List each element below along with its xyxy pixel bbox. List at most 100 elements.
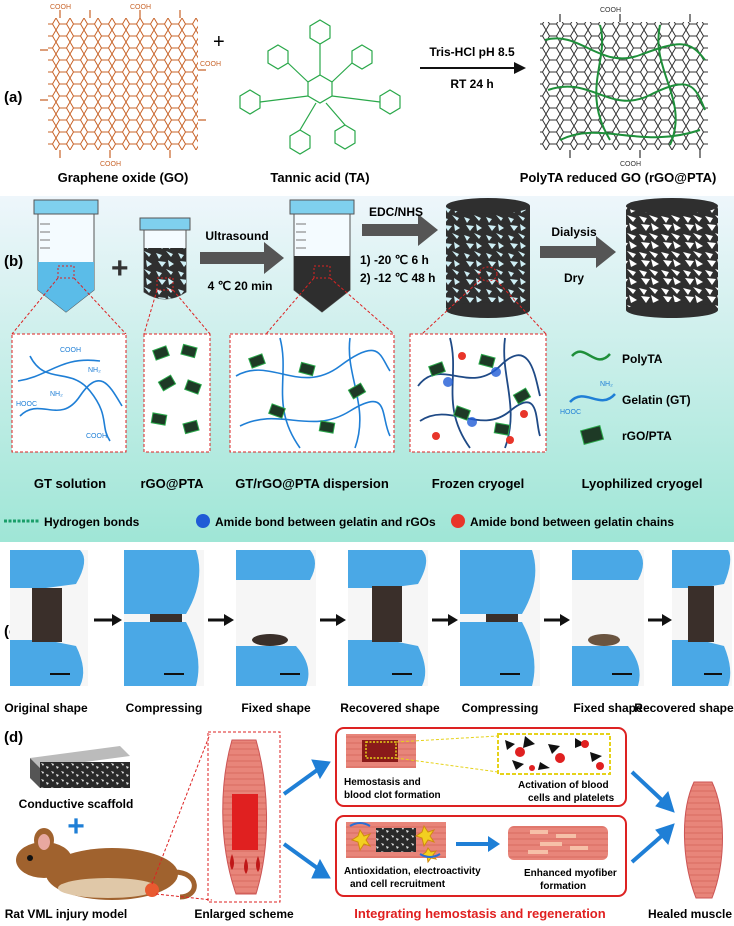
panel-a-figure: (a) COOH COOH COOH COOH Graphene oxide (… [4, 4, 717, 185]
photo-compressing-1 [124, 550, 204, 686]
caption-gt-solution: GT solution [34, 476, 106, 491]
tannic-acid-structure [239, 19, 401, 155]
panel-d: (d) Conductive scaffold + Rat VML injury… [0, 722, 734, 921]
product-caption: PolyTA reduced GO (rGO@PTA) [520, 170, 717, 185]
ta-caption: Tannic acid (TA) [270, 170, 369, 185]
key-hooc: HOOC [560, 409, 581, 416]
plus-sign-b: + [111, 252, 129, 285]
graphene-oxide-structure: COOH COOH COOH COOH [40, 4, 221, 168]
panel-label-a: (a) [4, 89, 22, 106]
caption-compressing-1: Compressing [126, 701, 203, 715]
photo-fixed-shape-2 [572, 550, 644, 686]
rat-illustration [16, 828, 197, 900]
step2-label-1: EDC/NHS [369, 205, 423, 219]
caption-original-shape: Original shape [4, 701, 88, 715]
go-cooh-label: COOH [100, 161, 121, 168]
step3-label-1: Dialysis [551, 225, 597, 239]
gelatin-key-icon [569, 393, 616, 403]
conductive-scaffold-block [30, 746, 130, 788]
plus-sign-d: + [67, 810, 85, 843]
inset-dispersion [229, 333, 395, 453]
go-cooh-label: COOH [200, 61, 221, 68]
key-polyta: PolyTA [622, 352, 663, 366]
amide-gelatin-rgo-icon [196, 514, 210, 528]
frozen-cryogel-cylinder [446, 198, 530, 318]
photo-original-shape [10, 550, 88, 686]
sequence-arrow [544, 614, 570, 626]
sequence-arrow [320, 614, 346, 626]
inset-rgo-pta [143, 333, 211, 453]
panel-b-figure: (b) + Ultrasound 4 ℃ 20 min [0, 196, 734, 542]
photo-compressing-2 [460, 550, 540, 686]
rat-caption: Rat VML injury model [5, 907, 127, 921]
healed-caption: Healed muscle [648, 907, 732, 921]
legend-hydrogen-bonds: Hydrogen bonds [44, 515, 140, 529]
polyta-key-icon [571, 350, 611, 361]
rgo-pta-structure: COOH COOH [540, 7, 708, 168]
merge-arrows [630, 770, 675, 864]
rgo-key-icon [579, 425, 605, 445]
bond-legend: Hydrogen bonds Amide bond between gelati… [4, 514, 674, 529]
box2-left-line2: and cell recruitment [350, 879, 446, 890]
rgo-cooh-label: COOH [600, 7, 621, 14]
plus-sign-a: + [213, 31, 225, 53]
reaction-arrow [420, 62, 526, 74]
panel-label-d: (d) [4, 729, 23, 746]
regeneration-box [335, 815, 627, 897]
step2-label-3: 2) -12 ℃ 48 h [360, 271, 436, 285]
zoom-guides [11, 277, 547, 335]
scaffold-caption: Conductive scaffold [19, 797, 134, 811]
key-gelatin: Gelatin (GT) [622, 393, 691, 407]
legend-amide-gelatin-chains: Amide bond between gelatin chains [470, 515, 674, 529]
reaction-condition-2: RT 24 h [450, 77, 493, 91]
caption-recovered-shape-2: Recovered shape [634, 701, 734, 715]
key-rgo: rGO/PTA [622, 429, 672, 443]
process-arrow-2 [362, 214, 438, 246]
caption-frozen-cryogel: Frozen cryogel [432, 476, 524, 491]
rgo-cooh-label: COOH [620, 161, 641, 168]
enlarged-caption: Enlarged scheme [194, 907, 294, 921]
panel-b: (b) + Ultrasound 4 ℃ 20 min [0, 196, 734, 542]
photo-recovered-shape-1 [348, 550, 428, 686]
caption-recovered-shape-1: Recovered shape [340, 701, 440, 715]
step1-label-1: Ultrasound [205, 229, 268, 243]
legend-amide-gelatin-rgo: Amide bond between gelatin and rGOs [215, 515, 436, 529]
panel-c: (c) [0, 544, 734, 720]
integrating-caption: Integrating hemostasis and regeneration [354, 906, 605, 921]
go-cooh-label: COOH [50, 4, 71, 11]
amide-gelatin-chains-icon [451, 514, 465, 528]
process-arrow-3 [540, 236, 616, 268]
inset-nh2-label: NH₂ [88, 367, 101, 374]
process-arrow-1 [200, 242, 284, 274]
step1-label-2: 4 ℃ 20 min [208, 279, 273, 293]
box2-right-line1: Enhanced myofiber [524, 868, 617, 879]
go-cooh-label: COOH [130, 4, 151, 11]
panel-d-figure: (d) Conductive scaffold + Rat VML injury… [4, 727, 732, 921]
tube-gt-solution [33, 199, 99, 313]
tube-rgo-pta [139, 217, 191, 300]
step3-label-2: Dry [564, 271, 584, 285]
inset-nh2-label: NH₂ [50, 391, 63, 398]
inset-gt-solution: COOH HOOC NH₂ NH₂ COOH [11, 333, 127, 453]
photo-recovered-shape-2 [672, 550, 732, 686]
hemostasis-box [335, 727, 627, 807]
panel-c-figure: (c) [4, 550, 734, 715]
lyophilized-cryogel-cylinder [626, 198, 718, 318]
enlarge-guides [151, 733, 213, 901]
inset-cooh-label: COOH [86, 433, 107, 440]
inset-frozen-cryogel [409, 333, 547, 453]
healed-muscle-illustration [684, 781, 723, 899]
step2-label-2: 1) -20 ℃ 6 h [360, 253, 429, 267]
box1-left-line1: Hemostasis and [344, 777, 421, 788]
inset-cooh-label: COOH [60, 347, 81, 354]
panel-a: (a) COOH COOH COOH COOH Graphene oxide (… [0, 0, 734, 195]
tube-dispersion [289, 199, 355, 313]
caption-compressing-2: Compressing [462, 701, 539, 715]
reaction-condition-1: Tris-HCl pH 8.5 [429, 45, 515, 59]
box1-left-line2: blood clot formation [344, 790, 441, 801]
box2-right-line2: formation [540, 881, 586, 892]
sequence-arrow [208, 614, 234, 626]
caption-fixed-shape-1: Fixed shape [241, 701, 311, 715]
panel-label-b: (b) [4, 253, 23, 270]
caption-dispersion: GT/rGO@PTA dispersion [235, 476, 389, 491]
